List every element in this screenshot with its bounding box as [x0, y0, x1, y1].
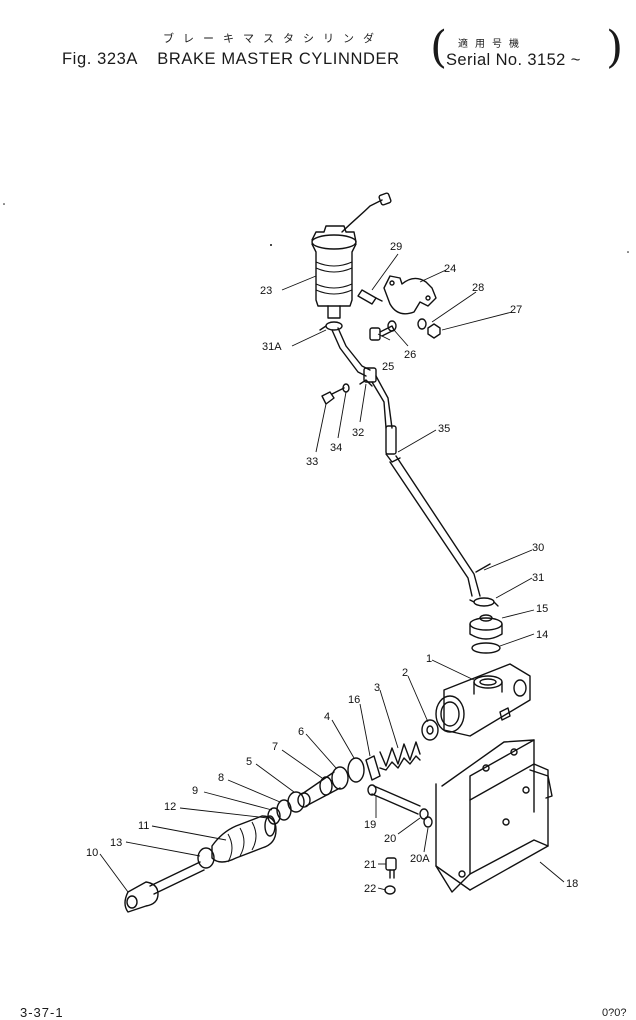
callout-7: 7: [272, 741, 278, 753]
bolt-19: [367, 784, 421, 815]
callout-21: 21: [364, 859, 376, 871]
pipe-30: [395, 455, 481, 597]
page-reference: 3-37-1: [20, 1005, 64, 1020]
callout-33: 33: [306, 456, 318, 468]
ring-8: [276, 799, 292, 821]
retainer-16: [365, 755, 381, 781]
hose-upper: [331, 329, 367, 377]
figure-title: Fig. 323A BRAKE MASTER CYLINNDER: [62, 50, 400, 69]
serial-open-paren: (: [430, 22, 448, 73]
washer-28: [417, 318, 427, 330]
hose-upper-edge: [337, 327, 371, 371]
callout-26: 26: [404, 349, 416, 361]
bolt-21: [385, 857, 397, 879]
washer-20a: [423, 816, 433, 828]
callout-24: 24: [444, 263, 456, 275]
callout-10: 10: [86, 847, 98, 859]
check-valve-2: [421, 719, 439, 741]
spring-3: [379, 741, 421, 767]
cap-15: [469, 614, 503, 640]
callout-labels: 23 24 29 28 27 25 26 31A 32 34 33 35 30 …: [86, 241, 578, 895]
callout-32: 32: [352, 427, 364, 439]
callout-1: 1: [426, 653, 432, 665]
washer-26: [387, 320, 397, 332]
callout-13: 13: [110, 837, 122, 849]
hose-mid: [375, 375, 393, 429]
elbow-35: [385, 453, 401, 463]
page-reference-right: 0?0?: [602, 1007, 627, 1019]
reservoir-bracket: [383, 275, 437, 315]
figure-number: Fig. 323A: [62, 50, 139, 68]
clip-31: [469, 597, 499, 607]
push-rod-10: [124, 861, 205, 913]
serial-japanese-label: 適用号機: [458, 39, 526, 50]
hose-clip-31a: [319, 321, 343, 331]
callout-31a: 31A: [262, 341, 282, 353]
bolt-29: [357, 289, 383, 305]
callout-16: 16: [348, 694, 360, 706]
callout-34: 34: [330, 442, 342, 454]
seal-14: [471, 642, 501, 654]
figure-name: BRAKE MASTER CYLINNDER: [157, 50, 400, 68]
callout-25: 25: [382, 361, 394, 373]
master-cylinder-body: [435, 663, 531, 737]
serial-close-paren: ): [606, 22, 624, 73]
callout-4: 4: [324, 711, 330, 723]
pipe-30-edge: [389, 461, 473, 597]
boot-11: [211, 815, 277, 863]
reservoir-tank: [311, 192, 392, 319]
piston-6: [297, 766, 349, 808]
callout-5: 5: [246, 756, 252, 768]
nut-13: [197, 847, 215, 869]
callout-27: 27: [510, 304, 522, 316]
bolt-33: [321, 387, 345, 405]
callout-29: 29: [390, 241, 402, 253]
callout-2: 2: [402, 667, 408, 679]
hose-joint: [359, 367, 377, 387]
callout-28: 28: [472, 282, 484, 294]
callout-19: 19: [364, 819, 376, 831]
leader-lines: [99, 253, 565, 893]
callout-31: 31: [532, 572, 544, 584]
callout-20a: 20A: [410, 853, 430, 865]
nut-27: [427, 323, 441, 339]
callout-30: 30: [532, 542, 544, 554]
callout-8: 8: [218, 772, 224, 784]
callout-9: 9: [192, 785, 198, 797]
mounting-bracket-18: [435, 739, 553, 893]
hose-mid-edge: [371, 381, 387, 429]
callout-18: 18: [566, 878, 578, 890]
callout-23: 23: [260, 285, 272, 297]
callout-12: 12: [164, 801, 176, 813]
callout-35: 35: [438, 423, 450, 435]
callout-14: 14: [536, 629, 548, 641]
pipe-30-end: [475, 563, 491, 573]
cup-4: [347, 757, 365, 783]
spring-3-back: [379, 755, 421, 771]
japanese-title: ブレーキマスタシリンダ: [163, 33, 383, 45]
callout-11: 11: [138, 820, 149, 832]
washer-22: [384, 885, 396, 895]
ring-7: [319, 776, 333, 796]
hose-fitting: [385, 425, 397, 455]
callout-15: 15: [536, 603, 548, 615]
clip-12: [264, 815, 276, 837]
serial-number: Serial No. 3152 ~: [446, 51, 581, 69]
callout-22: 22: [364, 883, 376, 895]
callout-6: 6: [298, 726, 304, 738]
callout-3: 3: [374, 682, 380, 694]
bolt-25: [369, 325, 395, 341]
callout-20: 20: [384, 833, 396, 845]
